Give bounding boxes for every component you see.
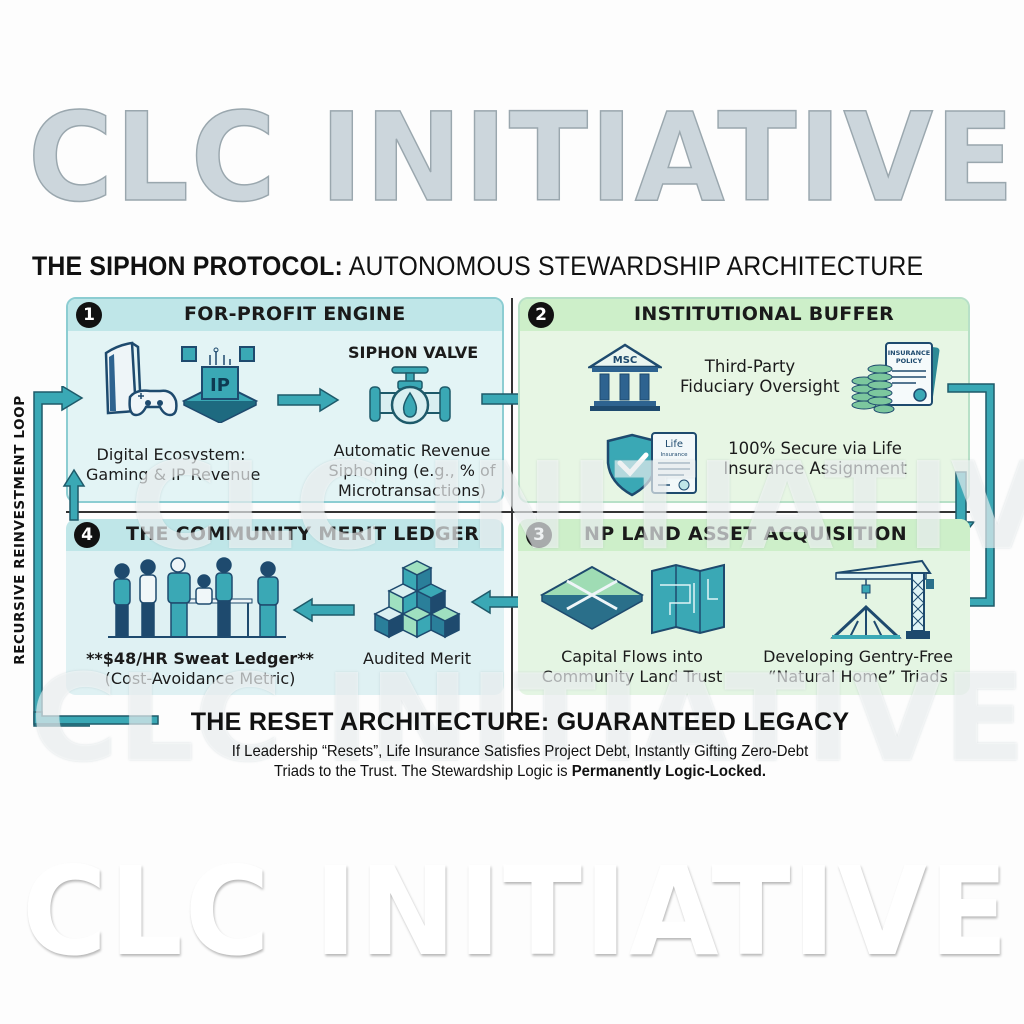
panel-header: 1 FOR-PROFIT ENGINE: [68, 299, 502, 331]
cubes-icon: [373, 560, 461, 639]
valve-icon: [369, 366, 451, 425]
label-line: “Natural Home” Triads: [768, 667, 948, 686]
blueprint-map-icon: [651, 563, 725, 635]
loop-bottom-segment: [33, 711, 159, 725]
label-line: Gaming & IP Revenue: [86, 465, 261, 484]
recursive-loop-label: RECURSIVE REINVESTMENT LOOP: [12, 395, 28, 665]
reset-body-line: Triads to the Trust. The Stewardship Log…: [157, 762, 882, 782]
community-team-icon: [108, 557, 286, 638]
panel-title: THE COMMUNITY MERIT LEDGER: [126, 523, 480, 545]
label-line: 100% Secure via Life: [728, 439, 902, 458]
label-line: Capital Flows into: [561, 647, 703, 666]
label-line: **$48/HR Sweat Ledger**: [86, 649, 314, 668]
digital-ecosystem-label: Digital Ecosystem: Gaming & IP Revenue: [86, 445, 261, 485]
panel-np-land-asset-acquisition: 3 NP LAND ASSET ACQUISITION Capital Flow…: [518, 519, 970, 695]
panel-header: 3 NP LAND ASSET ACQUISITION: [518, 519, 970, 551]
panel-header: 4 THE COMMUNITY MERIT LEDGER: [66, 519, 504, 551]
subtitle-bold: THE SIPHON PROTOCOL:: [32, 251, 343, 281]
bank-icon: MSC: [588, 343, 662, 411]
diagram-subtitle: THE SIPHON PROTOCOL: AUTONOMOUS STEWARDS…: [32, 250, 924, 282]
life-doc-title: Life: [665, 439, 683, 450]
label-line: Fiduciary Oversight: [680, 377, 840, 396]
reset-body-regular: Triads to the Trust. The Stewardship Log…: [273, 763, 572, 780]
shield-check-icon: Life Insurance: [606, 432, 697, 497]
title-watermark-top: CLC INITIATIVE: [27, 87, 1017, 229]
title-watermark-bottom: CLC INITIATIVE: [22, 841, 1011, 983]
arrow-right-icon: [277, 387, 340, 413]
quadrant-divider-vertical: [511, 298, 513, 716]
insurance-policy-icon: INSURANCE POLICY: [851, 342, 940, 414]
subtitle-regular: AUTONOMOUS STEWARDSHIP ARCHITECTURE: [342, 251, 924, 281]
step-number-badge: 2: [528, 302, 554, 328]
reset-architecture-body: If Leadership “Resets”, Life Insurance S…: [157, 742, 882, 782]
label-line: Automatic Revenue: [333, 441, 491, 460]
policy-doc-line2: POLICY: [896, 357, 923, 365]
land-plot-icon: [540, 565, 644, 630]
recursive-loop-arrow: [33, 386, 90, 727]
crane-icon: [830, 559, 934, 639]
panel-title: FOR-PROFIT ENGINE: [184, 303, 406, 325]
panel-header: 2 INSTITUTIONAL BUFFER: [520, 299, 968, 331]
step-number-badge: 1: [76, 302, 102, 328]
arrow-left-icon: [292, 597, 355, 623]
reset-body-bold: Permanently Logic-Locked.: [571, 763, 767, 780]
panel-community-merit-ledger: 4 THE COMMUNITY MERIT LEDGER **$48/HR Sw…: [66, 519, 504, 695]
label-line: Developing Gentry-Free: [763, 647, 953, 666]
life-doc-sub: Insurance: [661, 452, 689, 458]
label-line: Community Land Trust: [541, 667, 723, 686]
sweat-ledger-label: **$48/HR Sweat Ledger** (Cost-Avoidance …: [86, 649, 314, 689]
siphon-valve-label: Automatic Revenue Siphoning (e.g., % of …: [322, 441, 502, 501]
audited-merit-label: Audited Merit: [363, 649, 471, 668]
reset-architecture-title: THE RESET ARCHITECTURE: GUARANTEED LEGAC…: [190, 708, 850, 736]
quadrant-divider-horizontal: [66, 511, 970, 513]
panel-title: INSTITUTIONAL BUFFER: [634, 303, 895, 325]
reset-body-line: If Leadership “Resets”, Life Insurance S…: [231, 743, 809, 760]
ip-chip-text: IP: [210, 375, 230, 396]
policy-doc-line1: INSURANCE: [888, 349, 931, 357]
label-line: Microtransactions): [337, 481, 487, 500]
panel-title: NP LAND ASSET ACQUISITION: [584, 523, 907, 545]
fiduciary-label: Third-Party Fiduciary Oversight: [680, 357, 840, 397]
land-trust-label: Capital Flows into Community Land Trust: [534, 647, 730, 687]
label-line: Insurance Assignment: [723, 459, 907, 478]
label-line: Siphoning (e.g., % of: [328, 461, 496, 480]
ip-chip-icon: IP: [181, 346, 259, 423]
step-number-badge: 4: [74, 522, 100, 548]
label-line: Third-Party: [704, 357, 796, 376]
life-insurance-label: 100% Secure via Life Insurance Assignmen…: [710, 439, 920, 479]
step-number-badge: 3: [526, 522, 552, 548]
siphon-valve-heading: SIPHON VALVE: [348, 343, 479, 362]
game-console-icon: [104, 341, 178, 417]
panel-institutional-buffer: 2 INSTITUTIONAL BUFFER MSC Third-Party F…: [518, 297, 970, 503]
natural-home-label: Developing Gentry-Free “Natural Home” Tr…: [752, 647, 964, 687]
label-line: Digital Ecosystem:: [96, 445, 246, 464]
label-line: (Cost-Avoidance Metric): [104, 669, 296, 688]
panel-for-profit-engine: 1 FOR-PROFIT ENGINE IP SIPHON VALVE: [66, 297, 504, 503]
bank-text: MSC: [613, 355, 638, 366]
